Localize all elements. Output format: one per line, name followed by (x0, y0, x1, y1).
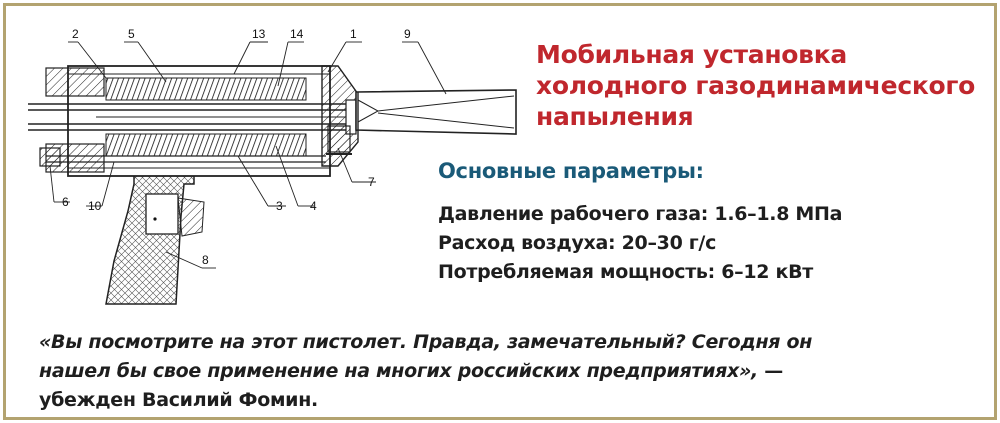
nozzle (355, 89, 517, 135)
params-heading: Основные параметры: (438, 159, 704, 183)
label-6: 6 (62, 195, 69, 209)
title-line: Мобильная установка (536, 40, 847, 69)
title-line: напыления (536, 102, 694, 131)
handle (105, 171, 195, 305)
trigger-block (145, 193, 179, 235)
label-2: 2 (72, 27, 79, 41)
spray-gun-diagram: 2 5 13 14 1 9 7 6 10 3 4 8 (28, 27, 517, 305)
label-3: 3 (276, 199, 283, 213)
title-line: холодного газодинамического (536, 71, 976, 100)
quote: «Вы посмотрите на этот пистолет. Правда,… (39, 328, 999, 415)
quote-dash: — (757, 360, 783, 382)
param-item: Расход воздуха: 20–30 г/с (438, 232, 717, 254)
param-item: Давление рабочего газа: 1.6–1.8 МПа (438, 203, 843, 225)
label-14: 14 (290, 27, 304, 41)
heater-lower (105, 133, 307, 157)
label-7: 7 (368, 175, 375, 189)
label-8: 8 (202, 253, 209, 267)
label-1: 1 (350, 27, 357, 41)
page-title: Мобильная установка холодного газодинами… (536, 39, 991, 132)
label-5: 5 (128, 27, 135, 41)
quote-line-2: нашел бы свое применение на многих росси… (39, 357, 999, 386)
heater-upper (105, 77, 307, 101)
param-item: Потребляемая мощность: 6–12 кВт (438, 261, 814, 283)
label-13: 13 (252, 27, 266, 41)
label-4: 4 (310, 199, 317, 213)
quote-attribution: убежден Василий Фомин. (39, 389, 318, 411)
label-10: 10 (88, 199, 102, 213)
params-list: Давление рабочего газа: 1.6–1.8 МПа Расх… (438, 200, 842, 287)
quote-line-2-text: нашел бы свое применение на многих росси… (39, 360, 758, 382)
label-9: 9 (404, 27, 411, 41)
frame: 2 5 13 14 1 9 7 6 10 3 4 8 Мобильная уст… (3, 3, 997, 420)
quote-line: «Вы посмотрите на этот пистолет. Правда,… (39, 331, 813, 353)
